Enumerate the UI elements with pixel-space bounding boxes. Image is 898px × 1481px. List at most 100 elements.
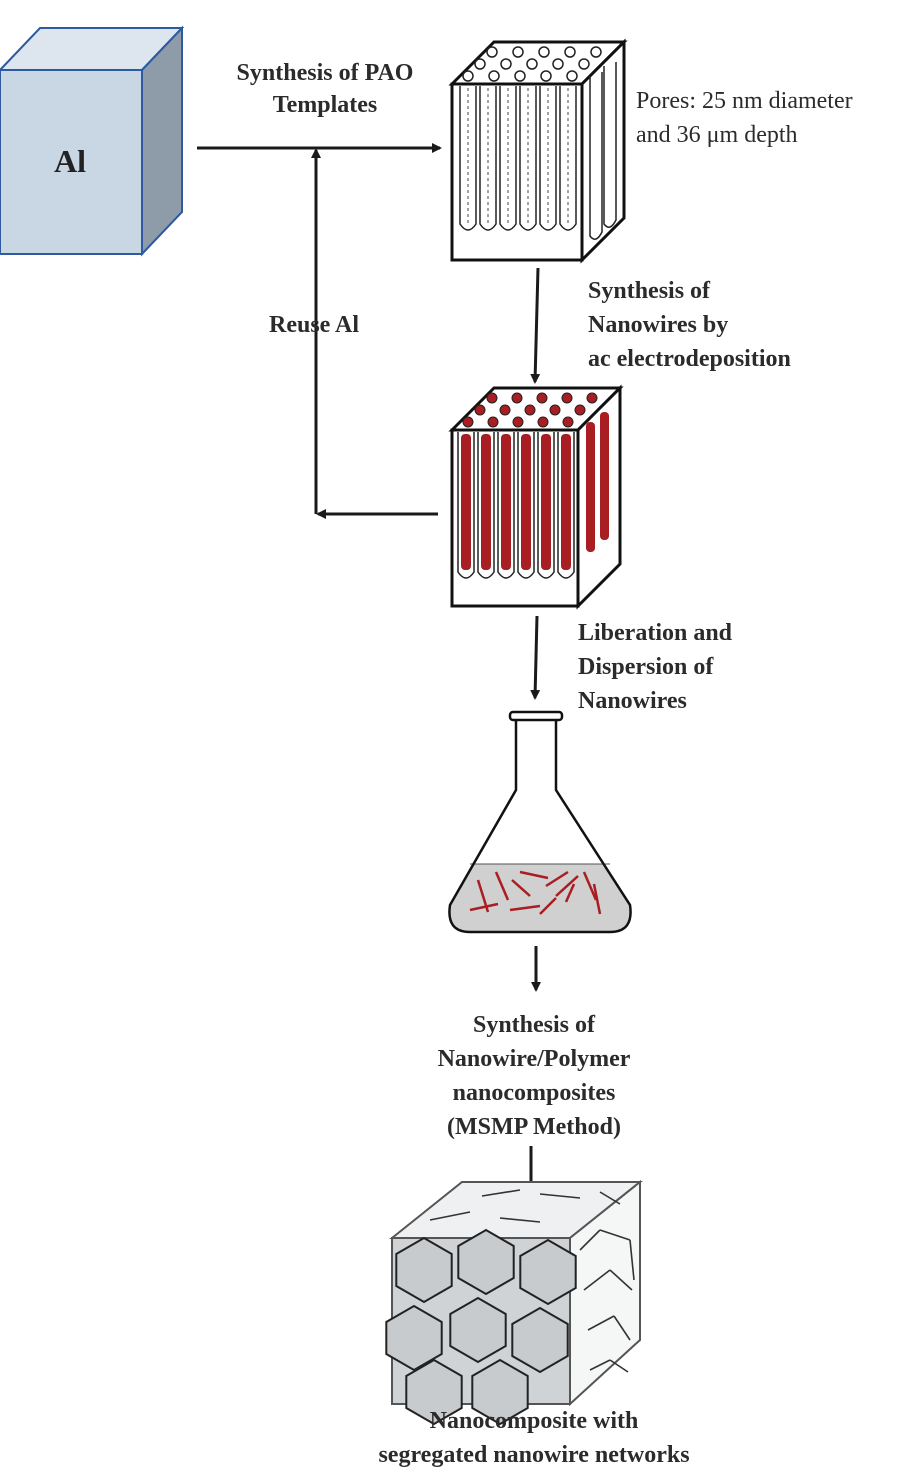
nanocomposite-cube — [385, 1179, 643, 1426]
polymer-cell — [449, 1296, 507, 1364]
step4-label-line1: Synthesis of — [473, 1012, 596, 1038]
template-front — [450, 82, 584, 262]
network-segment — [481, 1189, 521, 1197]
dispersed-nanowires — [469, 870, 602, 915]
arrow-template-to-filled — [530, 267, 541, 384]
pore-circle — [590, 46, 602, 58]
filled-template-front — [450, 428, 580, 608]
side-nanowire — [600, 412, 609, 540]
al-label: Al — [54, 143, 86, 179]
pore-channel — [477, 432, 495, 579]
nanowire — [501, 434, 511, 570]
step2-label-line2: Nanowires by — [588, 312, 728, 338]
dispersed-nanowire — [555, 875, 579, 897]
dispersed-nanowire — [545, 870, 569, 888]
flask-rim — [508, 710, 564, 722]
al-block-front — [0, 69, 143, 255]
dispersed-nanowire — [582, 871, 598, 901]
network-segment — [499, 1217, 541, 1223]
pore-circle — [474, 58, 486, 70]
dispersed-nanowire — [469, 902, 499, 912]
nanowire-end — [486, 392, 498, 404]
nanowire-end — [586, 392, 598, 404]
dispersed-nanowire — [592, 883, 602, 915]
dispersed-nanowire — [564, 883, 576, 903]
nanowire — [481, 434, 491, 570]
dispersed-nanowire — [509, 904, 541, 912]
nanowire-channels — [457, 412, 609, 579]
pore-circle — [564, 46, 576, 58]
pore-channel — [519, 86, 537, 231]
network-segment — [609, 1269, 633, 1291]
network-segment — [599, 1191, 621, 1205]
pore-channel — [497, 432, 515, 579]
pore-circle — [462, 70, 474, 82]
nanowire — [561, 434, 571, 570]
polymer-cell — [457, 1228, 515, 1296]
nanowire-end — [487, 416, 499, 428]
network-segment — [599, 1229, 631, 1241]
dispersed-nanowire — [494, 871, 510, 901]
pores-label-line2: and 36 μm depth — [636, 122, 798, 148]
nanowire-end — [511, 392, 523, 404]
filled-template-block — [448, 384, 624, 610]
flask-outline — [448, 718, 632, 934]
template-channels — [459, 62, 617, 240]
polymer-cell — [395, 1236, 453, 1304]
network-segment — [579, 1229, 601, 1251]
pore-circle — [578, 58, 590, 70]
pore-circle — [540, 70, 552, 82]
step3-label-line1: Liberation and — [578, 620, 733, 646]
network-segment — [587, 1315, 615, 1331]
pore-circle — [488, 70, 500, 82]
pore-circle — [538, 46, 550, 58]
polymer-cell — [511, 1306, 569, 1374]
dispersed-nanowire — [511, 879, 531, 897]
template-pores — [462, 46, 602, 82]
final-label-line1: Nanocomposite with — [430, 1408, 639, 1434]
step1-label-line1: Synthesis of PAO — [237, 60, 414, 86]
pore-channel — [457, 432, 475, 579]
nanowire-end — [499, 404, 511, 416]
step1-label-line2: Templates — [273, 92, 377, 118]
dispersed-nanowire — [539, 897, 557, 915]
pore-circle — [512, 46, 524, 58]
step2-label-line1: Synthesis of — [588, 278, 711, 304]
final-label-line2: segregated nanowire networks — [378, 1442, 689, 1468]
nanowire-end — [474, 404, 486, 416]
step4-label-line3: nanocomposites — [453, 1080, 616, 1106]
pore-circle — [526, 58, 538, 70]
pore-channel — [459, 86, 477, 231]
pore-channel — [479, 86, 497, 231]
pore-channel — [537, 432, 555, 579]
aluminum-block: Al — [0, 25, 185, 257]
pao-template-block — [448, 38, 628, 264]
pore-channel — [499, 86, 517, 231]
nanowire-end — [574, 404, 586, 416]
nanowire-end — [549, 404, 561, 416]
segregated-network — [385, 1189, 635, 1426]
nanowire — [541, 434, 551, 570]
polymer-cell — [471, 1358, 529, 1426]
network-segment — [429, 1211, 471, 1221]
step3-label-line3: Nanowires — [578, 688, 687, 714]
pore-channel — [559, 86, 577, 231]
step3-label-line2: Dispersion of — [578, 654, 714, 680]
dispersed-nanowire — [519, 870, 549, 880]
pores-label-line1: Pores: 25 nm diameter — [636, 88, 853, 114]
pore-circle — [514, 70, 526, 82]
nanowire — [521, 434, 531, 570]
nanowire-end — [536, 392, 548, 404]
pore-circle — [552, 58, 564, 70]
nanowire-end — [512, 416, 524, 428]
polymer-cell — [405, 1358, 463, 1426]
step2-label-line3: ac electrodeposition — [588, 346, 791, 372]
network-segment — [613, 1315, 631, 1341]
nanowire — [461, 434, 471, 570]
pore-channel — [517, 432, 535, 579]
nanowire-end — [537, 416, 549, 428]
side-nanowire — [586, 422, 595, 552]
polymer-cell — [519, 1238, 577, 1306]
network-segment — [539, 1193, 581, 1199]
